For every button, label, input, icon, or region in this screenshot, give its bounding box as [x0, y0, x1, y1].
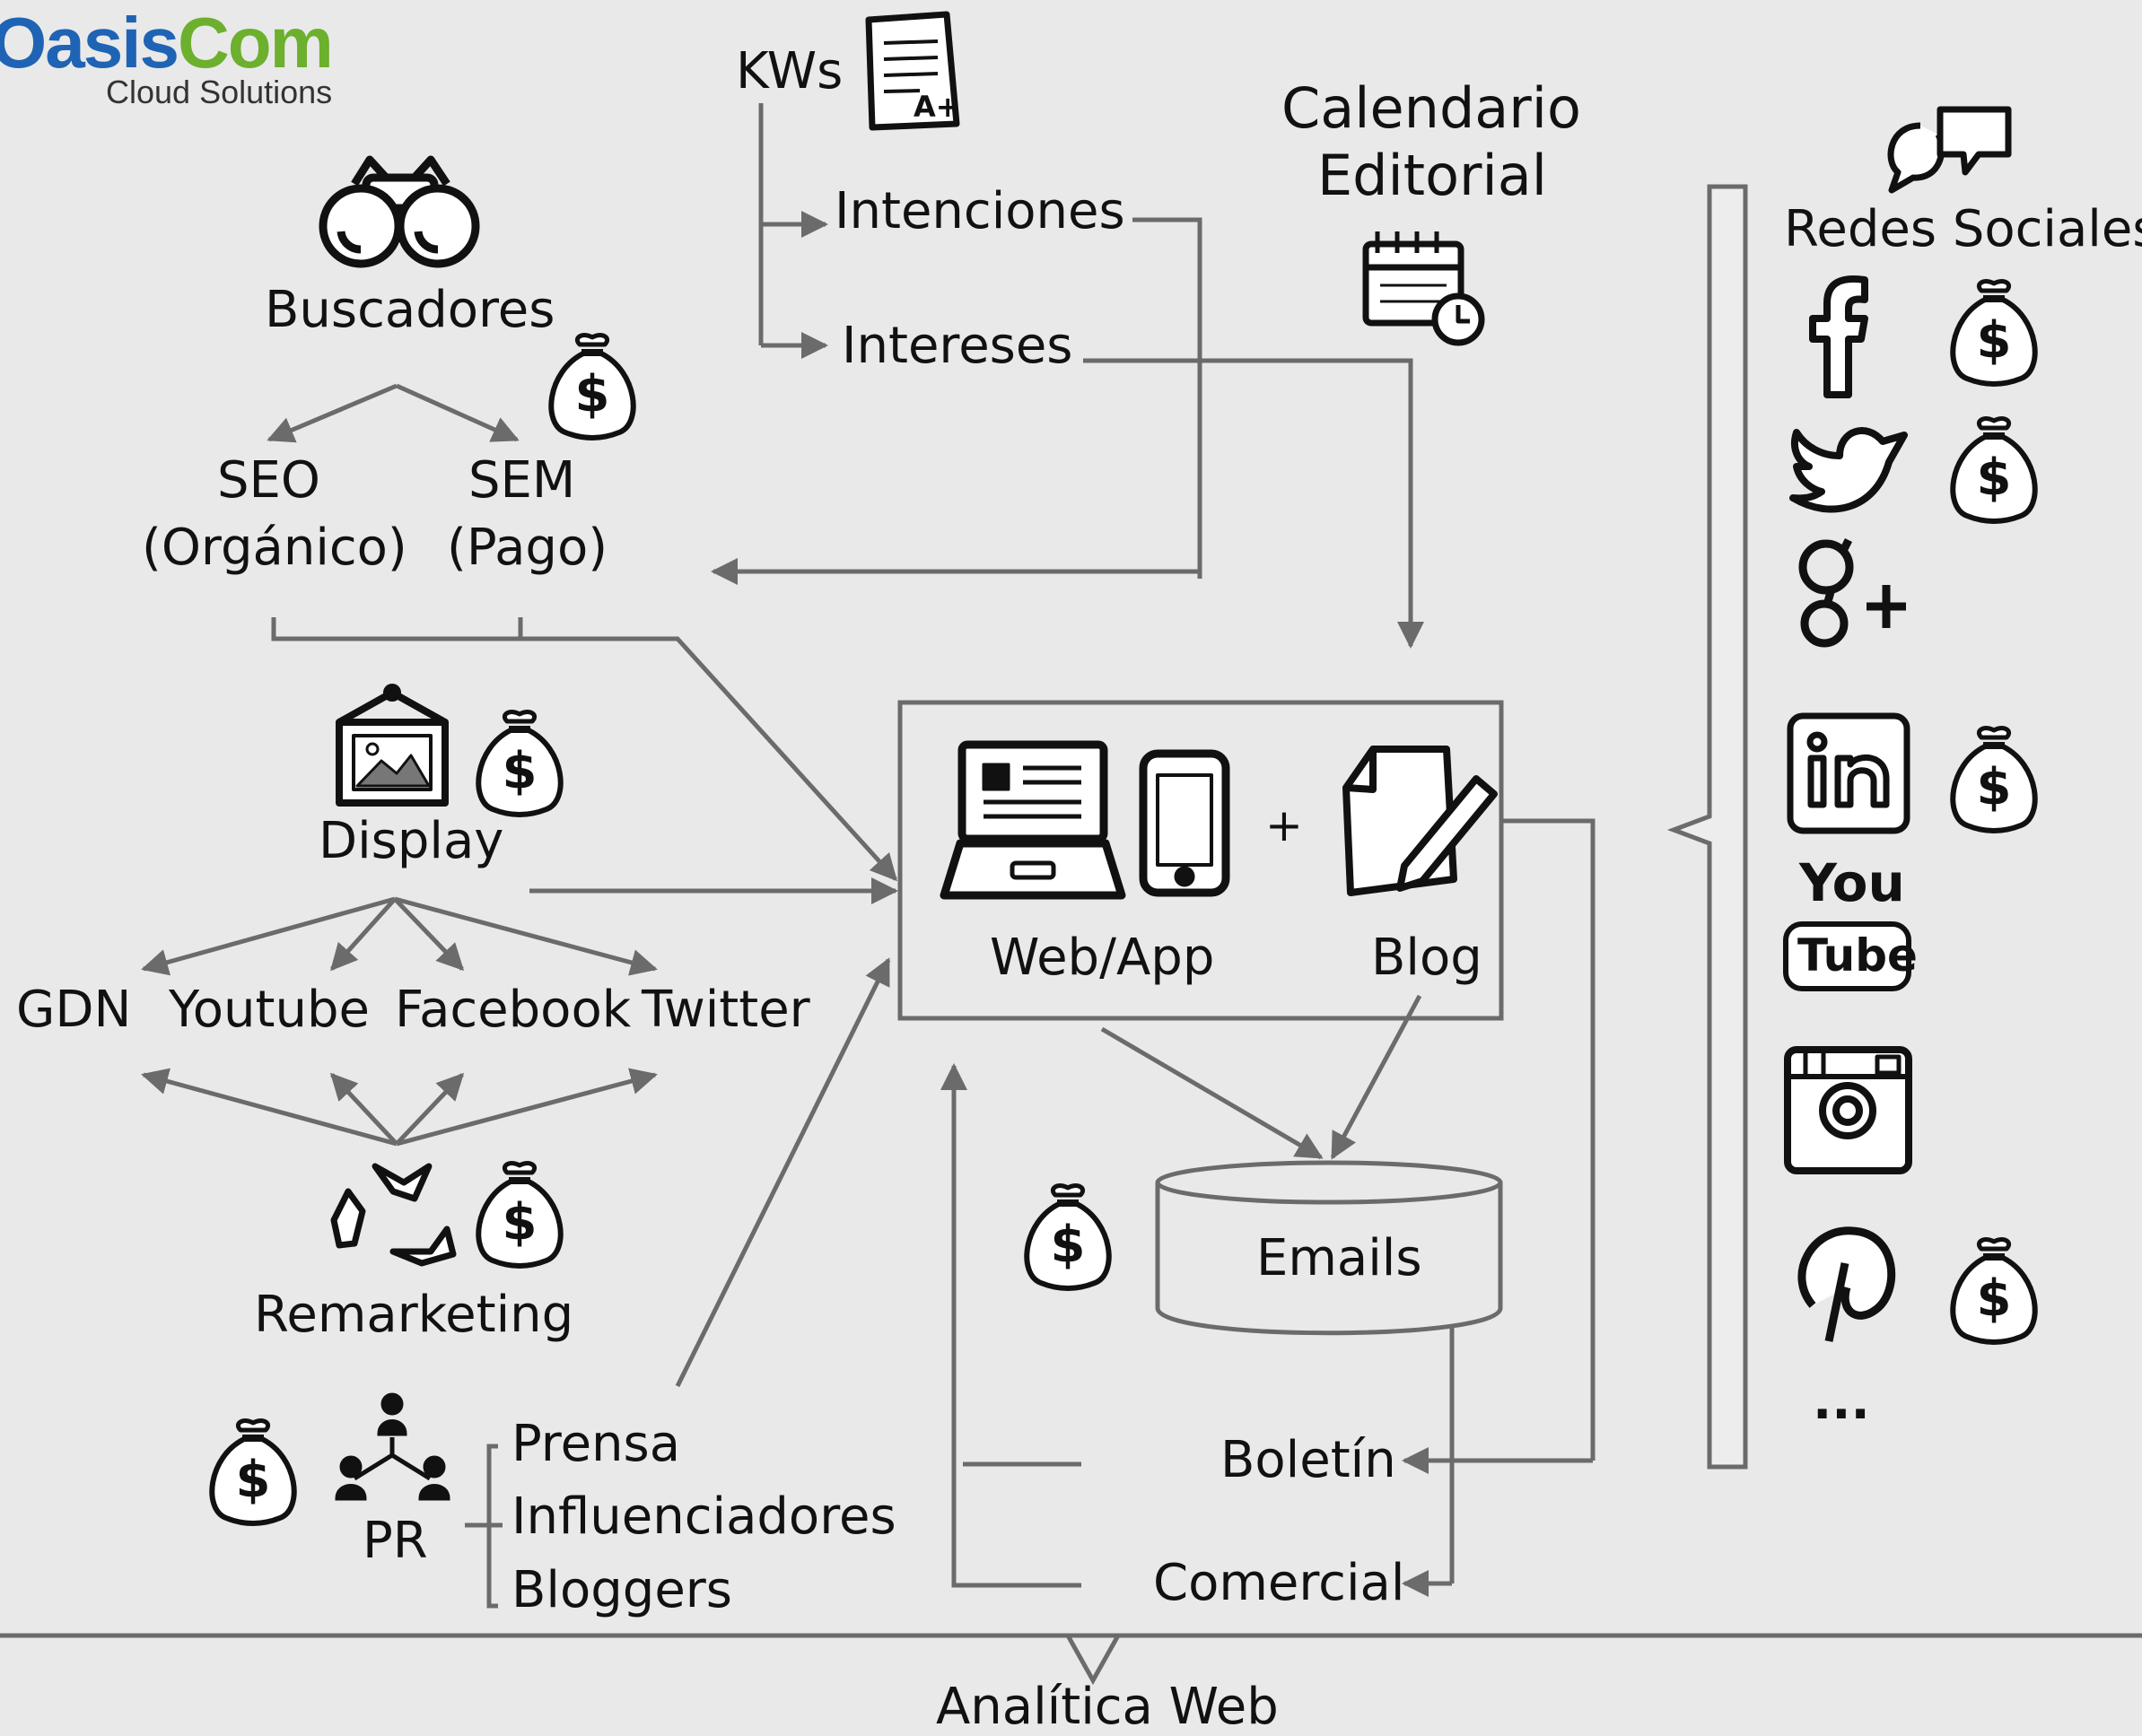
money-bag-icon-twitter: [1953, 419, 2034, 521]
document-icon: A+: [865, 11, 960, 131]
svg-text:A+: A+: [914, 90, 960, 124]
money-bag-icon-pinterest: [1953, 1240, 2034, 1342]
money-bag-icon-sem: [551, 336, 633, 438]
calendar-line2: Editorial: [1317, 143, 1547, 208]
comercial-label: Comercial: [1153, 1554, 1405, 1612]
pinterest-icon: [1797, 1226, 1896, 1342]
boletin-label: Boletín: [1220, 1431, 1396, 1489]
money-bag-icon-linkedin: [1953, 728, 2034, 831]
seo-line2: (Orgánico): [142, 519, 407, 577]
display-title: Display: [319, 812, 504, 870]
hub-plus: +: [1265, 799, 1303, 851]
web-app-label: Web/App: [990, 929, 1215, 987]
money-bag-icon-display: [478, 712, 560, 815]
youtube-icon: [1783, 921, 1911, 991]
kws-title: KWs: [736, 42, 844, 100]
twitter-icon: [1789, 427, 1908, 513]
pr-title: PR: [363, 1512, 428, 1570]
picture-frame-icon: [336, 684, 449, 807]
analitica-web-label: Analítica Web: [936, 1678, 1279, 1736]
money-bag-icon-remarketing: [478, 1164, 560, 1266]
intenciones-label: Intenciones: [835, 182, 1125, 240]
redes-sociales-title: Redes Sociales: [1784, 200, 2142, 258]
buscadores-title: Buscadores: [265, 281, 555, 339]
recycle-icon: [330, 1163, 457, 1267]
pr-item-influenciadores: Influenciadores: [511, 1487, 896, 1546]
channel-twitter: Twitter: [642, 981, 810, 1039]
logo-brand-part2: Com: [177, 3, 334, 83]
pr-item-bloggers: Bloggers: [511, 1561, 732, 1619]
channel-gdn: GDN: [16, 981, 132, 1039]
logo-brand-part1: Oasis: [0, 3, 179, 83]
facebook-icon: [1809, 275, 1868, 398]
channel-facebook: Facebook: [395, 981, 632, 1039]
money-bag-icon-emails: [1027, 1186, 1108, 1288]
blog-label: Blog: [1371, 929, 1482, 987]
linkedin-icon: [1787, 712, 1910, 834]
emails-title: Emails: [1256, 1229, 1422, 1287]
people-network-icon: [335, 1392, 450, 1501]
money-bag-icon-facebook: [1953, 282, 2034, 384]
money-bag-icon-pr: [212, 1421, 293, 1523]
intereses-label: Intereses: [842, 317, 1073, 375]
seo-line1: SEO: [217, 451, 321, 510]
edit-document-icon: [1342, 746, 1498, 896]
channel-youtube: Youtube: [169, 981, 370, 1039]
phone-icon: [1139, 749, 1230, 897]
binoculars-icon: [319, 155, 480, 268]
remarketing-label: Remarketing: [254, 1286, 574, 1344]
sem-line1: SEM: [468, 451, 576, 510]
speech-bubbles-icon: [1887, 106, 2012, 194]
instagram-icon: [1784, 1046, 1912, 1174]
calendar-line1: Calendario: [1281, 75, 1581, 141]
social-more: ...: [1813, 1373, 1870, 1431]
youtube-logo-top: You: [1799, 852, 1905, 913]
youtube-logo-bottom: Tube: [1797, 929, 1918, 981]
laptop-icon: [940, 740, 1126, 900]
sem-line2: (Pago): [447, 519, 608, 577]
calendar-icon: [1362, 231, 1485, 346]
logo-tagline: Cloud Solutions: [106, 74, 333, 110]
logo: OasisCom: [0, 7, 334, 79]
pr-item-prensa: Prensa: [511, 1415, 681, 1473]
google-plus-icon: [1798, 537, 1906, 648]
